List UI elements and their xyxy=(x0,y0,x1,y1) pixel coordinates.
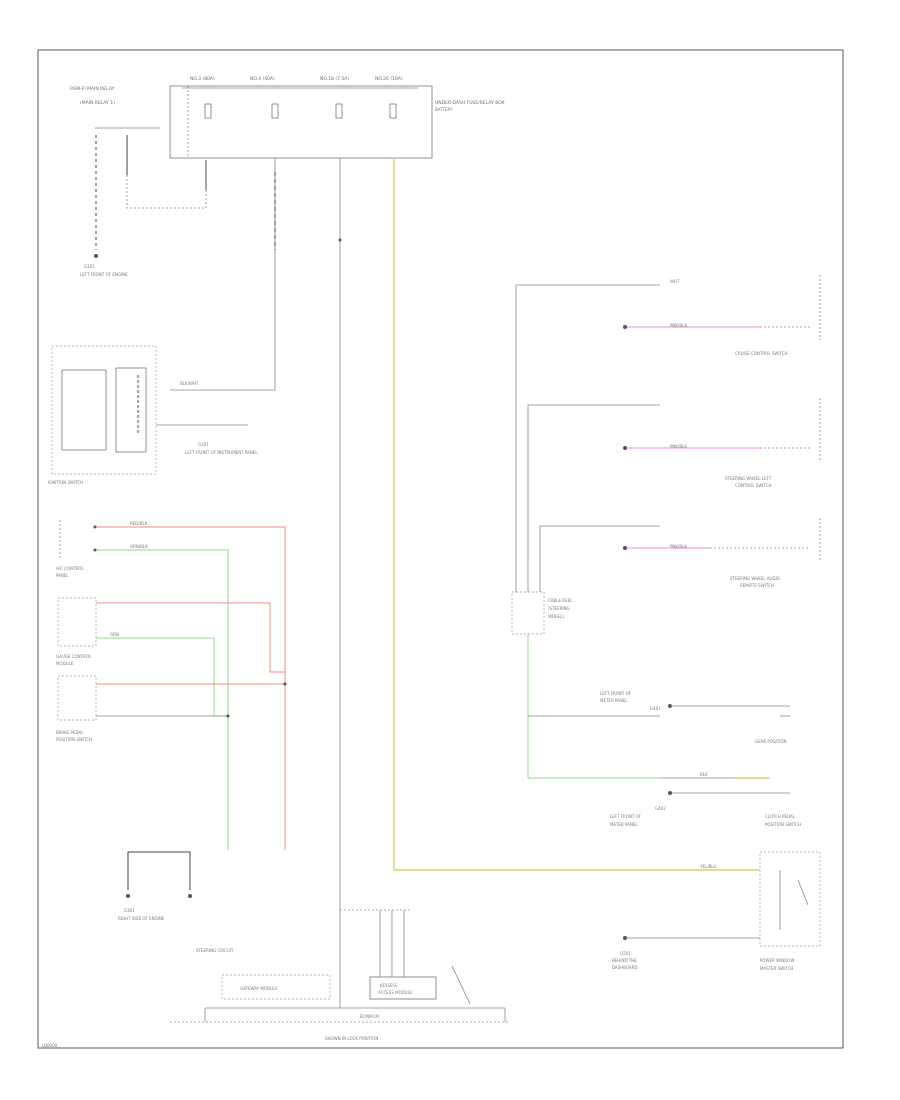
svg-text:LEFT FRONT OF ENGINE: LEFT FRONT OF ENGINE xyxy=(80,272,128,277)
svg-text:BLK: BLK xyxy=(700,772,708,777)
svg-text:UNDER-DASH FUSE/RELAY BOX: UNDER-DASH FUSE/RELAY BOX xyxy=(435,100,505,106)
gauge-control: GAUGE CONTROL MODULE xyxy=(56,597,97,666)
svg-text:CLUTCH PEDAL: CLUTCH PEDAL xyxy=(765,814,796,819)
svg-text:MODULE: MODULE xyxy=(56,661,74,666)
svg-text:SHOWN IN LOCK POSITION: SHOWN IN LOCK POSITION xyxy=(325,1036,378,1041)
svg-text:IGNITION SWITCH: IGNITION SWITCH xyxy=(48,480,83,485)
svg-text:GRN: GRN xyxy=(110,632,119,637)
svg-text:POWER WINDOW: POWER WINDOW xyxy=(760,958,794,963)
svg-text:POSITION SWITCH: POSITION SWITCH xyxy=(765,822,801,827)
svg-text:LEFT FRONT OF: LEFT FRONT OF xyxy=(610,814,642,819)
svg-text:CONTROL SWITCH: CONTROL SWITCH xyxy=(735,483,772,488)
svg-text:POSITION SWITCH: POSITION SWITCH xyxy=(56,737,92,742)
svg-text:LEFT FRONT OF: LEFT FRONT OF xyxy=(600,691,632,696)
power-window-switch: POWER WINDOW MASTER SWITCH xyxy=(623,851,821,971)
svg-text:NO.3 (80A): NO.3 (80A) xyxy=(190,76,215,82)
svg-text:STEERING WHEEL LEFT: STEERING WHEEL LEFT xyxy=(725,476,772,481)
bottom-label: SHOWN IN LOCK POSITION xyxy=(325,1036,378,1041)
svg-text:PGM-FI MAIN RELAY: PGM-FI MAIN RELAY xyxy=(70,86,114,92)
svg-text:G301: G301 xyxy=(124,908,135,913)
svg-text:CRUISE CONTROL SWITCH: CRUISE CONTROL SWITCH xyxy=(735,351,788,356)
svg-text:GATEWAY MODULE: GATEWAY MODULE xyxy=(240,986,278,991)
svg-text:METER PANEL: METER PANEL xyxy=(600,698,628,703)
svg-text:G402: G402 xyxy=(655,806,666,811)
svg-text:BRAKE PEDAL: BRAKE PEDAL xyxy=(56,730,84,735)
ground-g401: LEFT FRONT OF METER PANEL G401 xyxy=(600,691,661,711)
svg-text:G401: G401 xyxy=(650,706,661,711)
svg-text:PNK/BLK: PNK/BLK xyxy=(670,444,687,449)
svg-text:NO.26 (10A): NO.26 (10A) xyxy=(375,76,403,82)
cable-reel: CABLE REEL (STEERING WHEEL) xyxy=(511,560,573,635)
svg-text:ACCESS MODULE: ACCESS MODULE xyxy=(378,990,413,995)
clutch-pedal: CLUTCH PEDAL POSITION SWITCH xyxy=(765,814,801,827)
svg-text:G501: G501 xyxy=(620,951,631,956)
svg-text:(MAIN RELAY 1): (MAIN RELAY 1) xyxy=(80,100,115,106)
keyless-module: KEYLESS ACCESS MODULE xyxy=(369,976,437,1000)
ground-g301: G301 RIGHT SIDE OF ENGINE xyxy=(118,851,192,921)
diagram-frame xyxy=(37,49,844,1049)
svg-text:RED/BLK: RED/BLK xyxy=(130,521,148,526)
svg-text:DASHBOARD: DASHBOARD xyxy=(612,965,638,970)
svg-text:GAUGE CONTROL: GAUGE CONTROL xyxy=(56,654,92,659)
svg-text:BATTERY: BATTERY xyxy=(435,107,453,112)
svg-text:BLK/WHT: BLK/WHT xyxy=(180,381,199,386)
svg-text:G101: G101 xyxy=(84,264,95,269)
svg-text:PNK/BLK: PNK/BLK xyxy=(670,544,687,549)
svg-text:STEERING WHEEL AUDIO: STEERING WHEEL AUDIO xyxy=(730,576,780,581)
brake-switch: BRAKE PEDAL POSITION SWITCH xyxy=(56,675,97,742)
svg-text:A/C CONTROL: A/C CONTROL xyxy=(56,566,84,571)
svg-text:KEYLESS: KEYLESS xyxy=(380,983,398,988)
ground-g201: G201 LEFT FRONT OF INSTRUMENT PANEL xyxy=(185,442,258,455)
gear-position: GEAR POSITION xyxy=(668,704,790,744)
ground-g101: G101 LEFT FRONT OF ENGINE xyxy=(80,254,128,277)
svg-text:NO.4 (40A): NO.4 (40A) xyxy=(250,76,275,82)
svg-text:YEL/BLU: YEL/BLU xyxy=(699,864,716,869)
audio-remote-switch: STEERING WHEEL AUDIO REMOTE SWITCH xyxy=(623,518,821,588)
acc-control: A/C CONTROL PANEL xyxy=(56,520,84,578)
svg-text:MASTER SWITCH: MASTER SWITCH xyxy=(760,966,793,971)
svg-text:STEERING CIRCUIT: STEERING CIRCUIT xyxy=(196,948,234,953)
relay-box: PGM-FI MAIN RELAY (MAIN RELAY 1) xyxy=(70,86,160,129)
corner-id: LB0000 xyxy=(42,1043,58,1048)
svg-text:BEHIND THE: BEHIND THE xyxy=(612,958,637,963)
cruise-switch-right: STEERING WHEEL LEFT CONTROL SWITCH xyxy=(623,398,821,488)
svg-text:WHEEL): WHEEL) xyxy=(548,614,564,619)
svg-text:(STEERING: (STEERING xyxy=(548,606,570,611)
gateway-module: GATEWAY MODULE xyxy=(240,986,278,991)
svg-text:PANEL: PANEL xyxy=(56,573,69,578)
svg-text:METER PANEL: METER PANEL xyxy=(610,822,638,827)
svg-text:PNK/BLK: PNK/BLK xyxy=(670,323,687,328)
svg-text:RIGHT SIDE OF ENGINE: RIGHT SIDE OF ENGINE xyxy=(118,916,165,921)
svg-text:LEFT FRONT OF INSTRUMENT PANEL: LEFT FRONT OF INSTRUMENT PANEL xyxy=(185,450,258,455)
svg-text:ECM/PCM: ECM/PCM xyxy=(360,1014,379,1019)
steering-circuit: STEERING CIRCUIT xyxy=(196,948,331,1000)
svg-text:WHT: WHT xyxy=(670,279,680,284)
svg-text:G201: G201 xyxy=(198,442,209,447)
svg-text:REMOTE SWITCH: REMOTE SWITCH xyxy=(740,583,774,588)
bus-label: ECM/PCM xyxy=(170,1007,510,1023)
svg-text:NO.18 (7.5A): NO.18 (7.5A) xyxy=(320,76,349,82)
svg-text:LB0000: LB0000 xyxy=(42,1043,58,1048)
svg-text:CABLE REEL: CABLE REEL xyxy=(548,598,573,603)
ground-g501: G501 BEHIND THE DASHBOARD xyxy=(612,951,638,970)
fuse-box: NO.3 (80A) NO.4 (40A) NO.18 (7.5A) NO.26… xyxy=(169,76,505,159)
svg-text:GRN/BLK: GRN/BLK xyxy=(130,544,148,549)
svg-text:GEAR POSITION: GEAR POSITION xyxy=(755,739,786,744)
cruise-switch-left: CRUISE CONTROL SWITCH xyxy=(623,275,821,356)
ignition-switch: IGNITION SWITCH xyxy=(48,345,157,485)
ground-g402: G402 LEFT FRONT OF METER PANEL xyxy=(610,777,790,827)
